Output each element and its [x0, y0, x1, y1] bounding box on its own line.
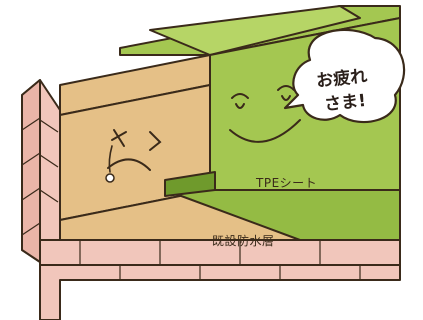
existing-waterproof-layer-label: 既設防水層 [212, 234, 275, 248]
brick-joints [21, 117, 361, 280]
speech-bubble-shape [283, 28, 406, 124]
tpe-sheet-top-face [149, 5, 361, 56]
brick-floor [39, 261, 401, 320]
crying-face-icon [107, 129, 162, 173]
speech-bubble-line-2: さま! [323, 90, 367, 116]
tpe-sheet-floor [164, 189, 401, 241]
tear-drop-icon [105, 173, 115, 183]
tpe-sheet-label: TPEシート [256, 176, 318, 190]
tpe-sheet-lip [164, 171, 216, 197]
brick-wall-front [21, 79, 41, 263]
happy-face-icon [229, 85, 301, 143]
